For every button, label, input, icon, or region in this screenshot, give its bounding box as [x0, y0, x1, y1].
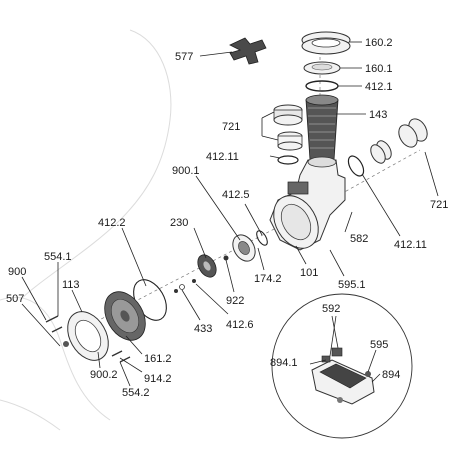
label-412-11-right: 412.11 [394, 239, 427, 251]
pump-cover-161-2 [104, 291, 146, 341]
label-721-upper: 721 [222, 121, 240, 133]
label-412-11-upper: 412.11 [206, 151, 239, 163]
label-507: 507 [6, 293, 24, 305]
union-721-upper [273, 104, 303, 165]
label-554-1: 554.1 [44, 251, 72, 263]
front-cover-113 [63, 311, 109, 361]
label-412-2: 412.2 [98, 217, 126, 229]
label-894-1: 894.1 [270, 357, 298, 369]
label-412-5: 412.5 [222, 189, 250, 201]
lid-160-1 [303, 61, 341, 75]
label-595-1: 595.1 [338, 279, 366, 291]
label-721-right: 721 [430, 199, 448, 211]
diffuser-174-2 [232, 230, 268, 262]
label-900-2: 900.2 [90, 369, 118, 381]
detail-inset-base [271, 293, 413, 439]
label-900-1: 900.1 [172, 165, 200, 177]
motor-silhouette [0, 29, 172, 431]
pump-housing-101 [269, 156, 346, 251]
label-592: 592 [322, 303, 340, 315]
part-labels: 160.2 577 160.1 412.1 143 721 412.11 900… [6, 37, 448, 399]
label-101: 101 [300, 267, 318, 279]
label-161-2: 161.2 [144, 353, 172, 365]
label-160-1: 160.1 [365, 63, 393, 75]
impeller-230 [197, 254, 217, 278]
label-582: 582 [350, 233, 368, 245]
union-721-right [347, 118, 428, 177]
label-160-2: 160.2 [365, 37, 393, 49]
label-577: 577 [175, 51, 193, 63]
label-174-2: 174.2 [254, 273, 282, 285]
label-900: 900 [8, 266, 26, 278]
strainer-basket-143 [305, 94, 339, 161]
bolts [45, 315, 131, 363]
lid-ring-160-2 [301, 31, 351, 55]
lid-key-577 [229, 37, 267, 65]
label-894: 894 [382, 369, 400, 381]
leader-lines [21, 41, 439, 387]
label-113: 113 [62, 279, 80, 291]
label-554-2: 554.2 [122, 387, 150, 399]
label-412-1: 412.1 [365, 81, 393, 93]
label-595: 595 [370, 339, 388, 351]
label-412-6: 412.6 [226, 319, 254, 331]
label-230: 230 [170, 217, 188, 229]
small-parts [174, 255, 229, 293]
label-922: 922 [226, 295, 244, 307]
label-433: 433 [194, 323, 212, 335]
o-ring-412-1 [305, 80, 339, 92]
label-914-2: 914.2 [144, 373, 172, 385]
label-143: 143 [369, 109, 387, 121]
